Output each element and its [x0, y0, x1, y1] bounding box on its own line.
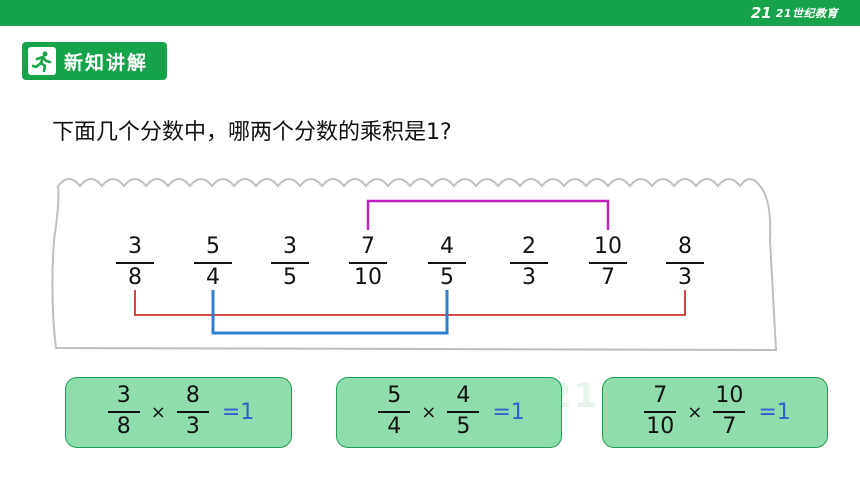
times-sign: ×	[150, 402, 166, 423]
brand-text: 21世纪教育	[775, 7, 838, 20]
link-lines	[134, 199, 686, 335]
paper-outline	[51, 178, 778, 352]
brand-logo: 21 21世纪教育	[751, 3, 838, 23]
link-line-3	[211, 290, 449, 335]
question-text: 下面几个分数中，哪两个分数的乘积是1?	[52, 120, 452, 145]
times-sign: ×	[421, 402, 437, 423]
section-title: 新知讲解	[64, 51, 149, 74]
times-sign: ×	[687, 402, 703, 423]
section-tag: 新知讲解	[22, 42, 167, 80]
top-bar: 21 21世纪教育	[0, 0, 860, 26]
answer-1-result: =1	[221, 400, 255, 425]
runner-icon	[28, 47, 56, 75]
brand-mark: 21	[750, 4, 772, 22]
answer-3-result: =1	[758, 400, 791, 425]
link-line-1	[366, 199, 610, 230]
answer-2-result: =1	[492, 400, 525, 425]
link-line-2	[134, 290, 686, 316]
